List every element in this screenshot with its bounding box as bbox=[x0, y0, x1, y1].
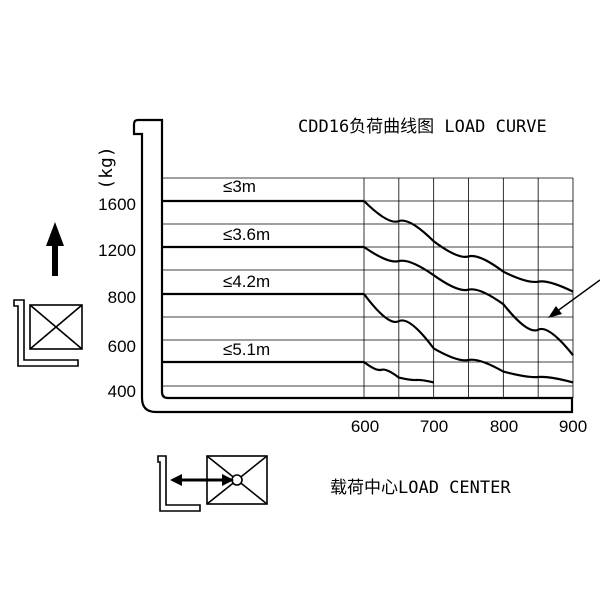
x-tick-label: 900 bbox=[559, 417, 587, 436]
x-tick-labels: 600 700 800 900 bbox=[351, 417, 587, 436]
fork-frame bbox=[132, 118, 574, 414]
y-tick-label: 400 bbox=[108, 382, 136, 401]
series-curve bbox=[363, 293, 574, 384]
x-tick-label: 800 bbox=[490, 417, 518, 436]
series-group bbox=[162, 199, 574, 384]
series-curve bbox=[363, 361, 434, 384]
lift-arrow-icon bbox=[46, 222, 64, 276]
series-curve bbox=[363, 246, 574, 356]
y-tick-label: 800 bbox=[108, 288, 136, 307]
x-tick-label: 600 bbox=[351, 417, 379, 436]
y-tick-labels: 400 600 800 1200 1600 bbox=[98, 195, 136, 401]
series-label: ≤5.1m bbox=[223, 340, 270, 359]
series-label: ≤3.6m bbox=[223, 225, 270, 244]
fork-pallet-icon bbox=[13, 299, 83, 367]
chart-title: CDD16负荷曲线图 LOAD CURVE bbox=[298, 117, 547, 137]
series-curve bbox=[363, 200, 574, 293]
y-tick-label: 1200 bbox=[98, 241, 136, 260]
x-tick-label: 700 bbox=[420, 417, 448, 436]
series-label: ≤4.2m bbox=[223, 272, 270, 291]
series-label: ≤3m bbox=[223, 177, 256, 196]
leader-arrow bbox=[548, 279, 600, 318]
series-labels: ≤3m ≤3.6m ≤4.2m ≤5.1m bbox=[223, 177, 270, 359]
y-tick-label: 1600 bbox=[98, 195, 136, 214]
x-axis-label: 载荷中心LOAD CENTER bbox=[330, 478, 511, 498]
load-center-icon bbox=[157, 455, 268, 512]
y-tick-label: 600 bbox=[108, 337, 136, 356]
y-axis-label: (kg) bbox=[96, 146, 117, 189]
